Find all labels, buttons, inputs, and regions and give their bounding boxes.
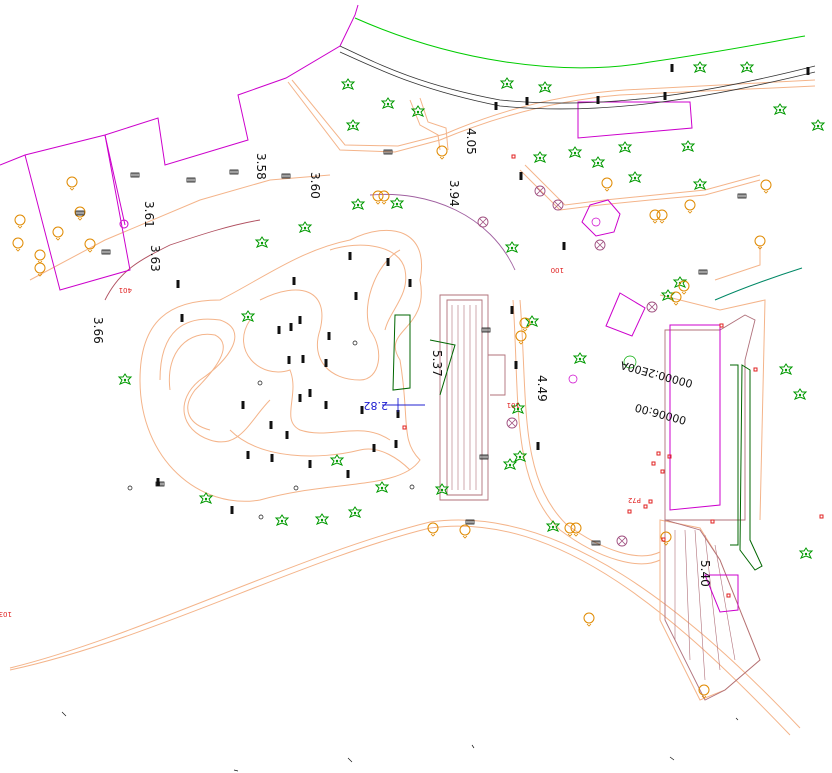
rail-north [339,45,816,104]
east-plaza-lines [664,519,761,701]
lot-inner-2 [104,134,126,226]
west-marker [119,219,129,229]
road-north-edge [287,81,816,153]
bldg-strip [577,101,693,139]
kart-track-inner-3 [259,249,401,381]
elevation-label: 5.40 [698,560,712,587]
rail-north-2 [339,51,816,110]
elevation-label: 5.37 [430,350,444,377]
lamps [12,145,772,699]
roads [9,79,816,736]
elevation-labels: 4.05 3.58 3.60 3.94 3.61 3.63 3.66 5.37 … [91,128,712,587]
elevation-label: 3.60 [308,172,322,199]
blue-annotation: -2.82 [364,398,425,412]
arc-north [369,193,516,271]
small-plot [605,292,646,337]
kart-track-inner-5 [229,429,411,471]
plaza-curbs [104,193,761,701]
survey-code-label: 401 [119,286,132,294]
kart-track-inner-1 [159,318,271,443]
path-loop [512,299,661,565]
road-north-edge-2 [291,79,816,147]
hedge-north [354,17,806,69]
lot-boundary-west [0,4,359,166]
elevation-label: 3.94 [447,180,461,207]
rotated-labels: 00000:2E00A 00006:00 [619,358,694,427]
ne-track-2 [419,97,449,151]
hedge-center-2 [429,339,456,396]
survey-code-label: 100 [551,266,564,274]
east-strip [714,245,761,281]
elevation-label: 4.49 [535,375,549,402]
arc-west [104,219,261,301]
plaza-central-lines [451,305,477,490]
kart-track-outer [139,229,422,502]
plaza-central-inner [446,299,483,496]
main-road-edge-south [9,519,801,729]
plaza-annex [488,354,506,396]
hexagon [581,199,621,237]
survey-code-label: P72 [628,496,641,504]
elevation-label: 3.66 [91,317,105,344]
main-road-edge-north [9,525,791,736]
rotated-code-label: 00006:00 [634,401,688,427]
path-loop-2 [519,299,661,557]
east-plaza-hatch [674,529,736,681]
east-bldg [669,324,721,511]
rotated-code-label: 00000:2E00A [619,358,694,390]
teal-line [714,267,803,301]
survey-points [402,154,824,598]
kart-track-inner-6 [329,244,407,331]
boundaries [0,4,739,613]
elevation-label: 3.58 [254,153,268,180]
survey-code-labels: 401 100 101 P72 103 [0,266,641,618]
elevation-label: 3.61 [142,201,156,228]
survey-code-label: 103 [0,610,12,618]
plaza-central [439,294,489,501]
misc-symbols [61,217,739,772]
kart-track-inner-2 [168,333,224,431]
elevation-label: 4.05 [464,128,478,155]
lot-inner [24,134,131,291]
hedge-center [392,314,411,391]
survey-code-label: 101 [507,401,520,409]
road-ne-branch-2 [524,164,761,206]
hedge-east [730,364,739,546]
hedge-east-2 [739,364,763,571]
benches [75,149,747,546]
path-right [659,294,766,521]
elevation-label: 3.63 [148,245,162,272]
hedges [339,17,816,571]
kart-track-inner-4 [243,319,391,441]
east-plaza [664,314,756,521]
east-bldg-2 [704,574,739,613]
blue-elevation-label: -2.82 [364,399,392,412]
